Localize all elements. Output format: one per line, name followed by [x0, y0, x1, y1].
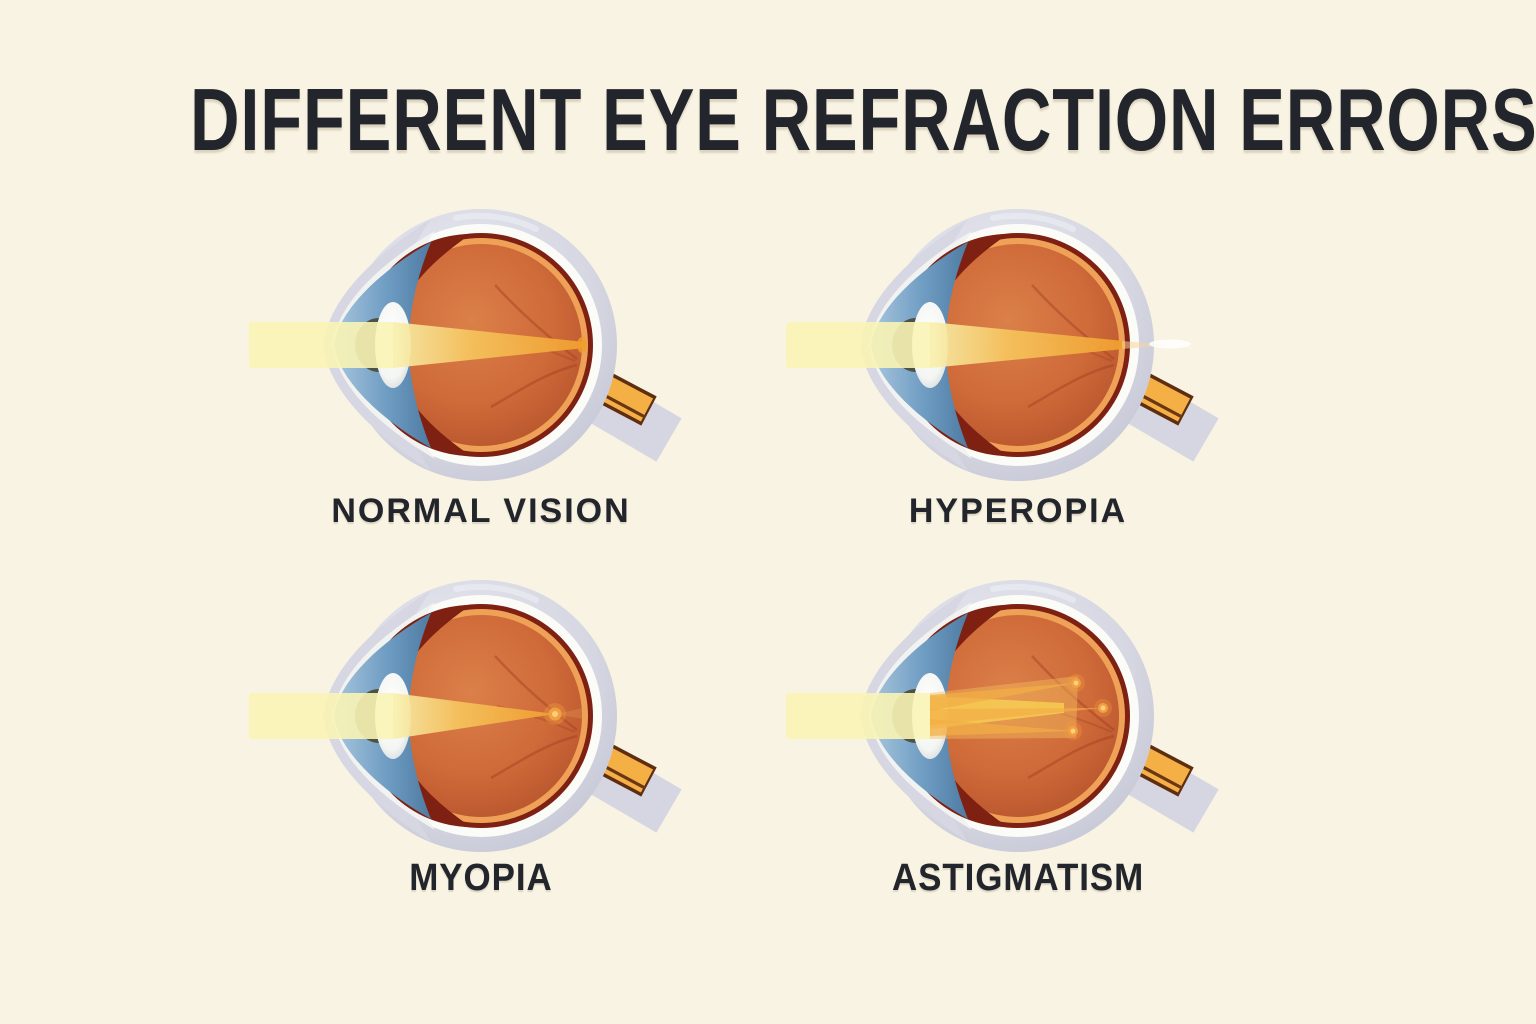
- panel-label-astigmatism: ASTIGMATISM: [891, 857, 1145, 899]
- eye-panel-normal-vision: NORMAL VISION: [231, 195, 701, 531]
- eye-illustration-normal-vision: [231, 195, 701, 505]
- panel-label-hyperopia: HYPEROPIA: [908, 492, 1128, 530]
- eye-illustration-hyperopia: [768, 195, 1238, 505]
- page-title: DIFFERENT EYE REFRACTION ERRORS: [0, 76, 1536, 164]
- eye-illustration-astigmatism: [768, 566, 1238, 876]
- eye-panel-astigmatism: ASTIGMATISM: [768, 566, 1238, 900]
- page-title-text: DIFFERENT EYE REFRACTION ERRORS: [190, 70, 1536, 169]
- eye-illustration-myopia: [231, 566, 701, 876]
- eye-panel-hyperopia: HYPEROPIA: [768, 195, 1238, 531]
- panel-label-myopia: MYOPIA: [409, 857, 553, 899]
- panel-label-normal-vision: NORMAL VISION: [331, 492, 631, 530]
- eye-panel-myopia: MYOPIA: [231, 566, 701, 900]
